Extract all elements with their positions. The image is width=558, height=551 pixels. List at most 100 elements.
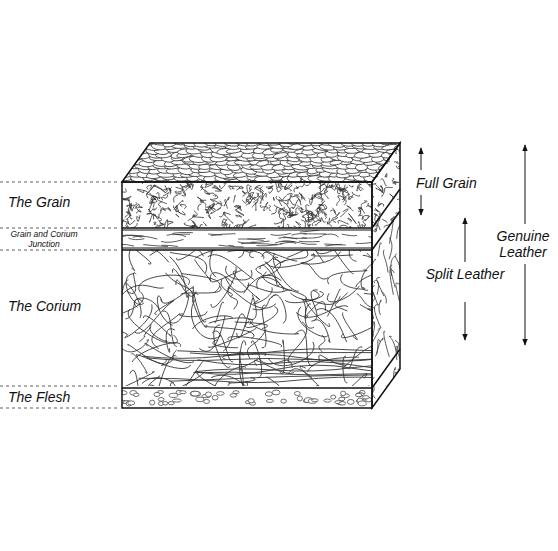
flesh-cell bbox=[128, 401, 135, 405]
side-fibre bbox=[393, 178, 394, 179]
grain-fibre bbox=[340, 209, 348, 217]
grain-fibre bbox=[342, 194, 349, 200]
surface-pebble bbox=[121, 159, 135, 166]
corium-fibre bbox=[127, 273, 136, 294]
flesh-cell bbox=[281, 399, 287, 403]
grain-fibre bbox=[338, 220, 349, 224]
corium-fibre bbox=[195, 365, 372, 371]
corium-fibre bbox=[328, 270, 368, 284]
corium-fibre bbox=[181, 273, 220, 292]
corium-fibre bbox=[221, 279, 232, 296]
corium-fibre bbox=[161, 287, 193, 303]
grain-fibre bbox=[233, 195, 235, 202]
corium-fibre bbox=[142, 378, 176, 386]
corium-fibre bbox=[211, 267, 236, 307]
grain-fibre bbox=[319, 204, 323, 206]
corium-fibre bbox=[139, 327, 151, 342]
grain-fibre bbox=[260, 188, 264, 193]
grain-fibre bbox=[349, 185, 353, 187]
corium-fibre bbox=[294, 250, 324, 263]
corium-fibre bbox=[213, 340, 238, 348]
grain-fibre bbox=[357, 184, 362, 191]
surface-pebble bbox=[119, 155, 137, 161]
corium-fibre bbox=[256, 253, 274, 274]
corium-fibre bbox=[226, 266, 252, 280]
leader-line bbox=[0, 386, 120, 387]
corium-fibre bbox=[262, 305, 266, 348]
grain-fibre bbox=[127, 202, 137, 206]
grain-fibre bbox=[283, 196, 288, 204]
corium-fibre bbox=[257, 277, 284, 290]
corium-fibre bbox=[150, 324, 177, 343]
corium-fibre bbox=[170, 374, 372, 381]
layer-boundary bbox=[372, 349, 400, 388]
flesh-cell bbox=[265, 392, 272, 396]
layer-name: The Grain bbox=[8, 194, 118, 210]
flesh-cell bbox=[339, 402, 346, 405]
corium-fibre bbox=[228, 288, 276, 308]
flesh-cell bbox=[150, 400, 155, 405]
side-fibre bbox=[390, 265, 395, 288]
leader-line bbox=[0, 228, 120, 229]
side-fibre bbox=[383, 250, 388, 273]
junction-fibre bbox=[172, 232, 192, 234]
grain-fibre bbox=[268, 188, 273, 193]
surface-pebble bbox=[383, 170, 396, 177]
layer-boundary bbox=[122, 227, 372, 229]
side-fibre bbox=[397, 135, 402, 141]
grain-fibre bbox=[155, 213, 160, 219]
corium-fibre bbox=[361, 262, 372, 291]
grain-fibre bbox=[279, 213, 282, 219]
grain-fibre bbox=[151, 197, 157, 201]
surface-pebble bbox=[397, 159, 411, 165]
flesh-cell bbox=[154, 392, 160, 396]
grain-fibre bbox=[361, 207, 364, 214]
range-arrow bbox=[465, 302, 466, 340]
flesh-cell bbox=[363, 396, 370, 399]
grain-fibre bbox=[216, 201, 222, 205]
grain-fibre bbox=[315, 194, 324, 199]
grain-fibre bbox=[184, 221, 196, 226]
side-fibre bbox=[378, 204, 384, 207]
surface-pebble bbox=[389, 167, 406, 173]
surface-pebble bbox=[394, 154, 409, 161]
side-texture bbox=[368, 135, 408, 411]
grain-fibre bbox=[290, 195, 298, 197]
grain-fibre bbox=[269, 205, 271, 211]
corium-fibre bbox=[237, 298, 253, 338]
grain-fibre bbox=[154, 185, 163, 190]
corium-fibre bbox=[311, 254, 353, 256]
grain-fibre bbox=[257, 196, 263, 201]
side-fibre bbox=[379, 300, 381, 315]
grain-fibre bbox=[337, 197, 340, 206]
surface-pebble bbox=[138, 139, 154, 146]
grain-fibre bbox=[245, 219, 250, 224]
front-face bbox=[122, 182, 372, 408]
corium-fibre bbox=[260, 265, 292, 290]
leader-line bbox=[0, 408, 120, 409]
grain-fibre bbox=[358, 222, 365, 228]
grain-fibre bbox=[319, 191, 327, 195]
block-outline bbox=[122, 143, 400, 408]
surface-pebble bbox=[109, 172, 123, 178]
junction-fibre bbox=[324, 244, 345, 245]
corium-fibre bbox=[305, 304, 314, 328]
grain-fibre bbox=[302, 210, 308, 218]
grain-fibre bbox=[213, 195, 218, 199]
flesh-cell bbox=[341, 391, 346, 396]
grain-fibre bbox=[137, 215, 140, 221]
grain-fibre bbox=[234, 205, 240, 208]
corium-fibre bbox=[362, 386, 371, 387]
grain-fibre bbox=[123, 196, 132, 199]
grain-fibre bbox=[235, 209, 244, 215]
layer-boundary bbox=[122, 387, 372, 389]
range-arrow bbox=[525, 145, 526, 224]
grain-fibre bbox=[325, 191, 329, 199]
junction-fibre bbox=[322, 234, 338, 237]
side-fibre bbox=[373, 158, 377, 164]
grain-fibre bbox=[151, 214, 162, 222]
grain-fibre bbox=[294, 187, 298, 192]
side-fibre bbox=[373, 152, 376, 155]
junction-fibre bbox=[208, 234, 222, 236]
side-fibre bbox=[402, 187, 406, 193]
